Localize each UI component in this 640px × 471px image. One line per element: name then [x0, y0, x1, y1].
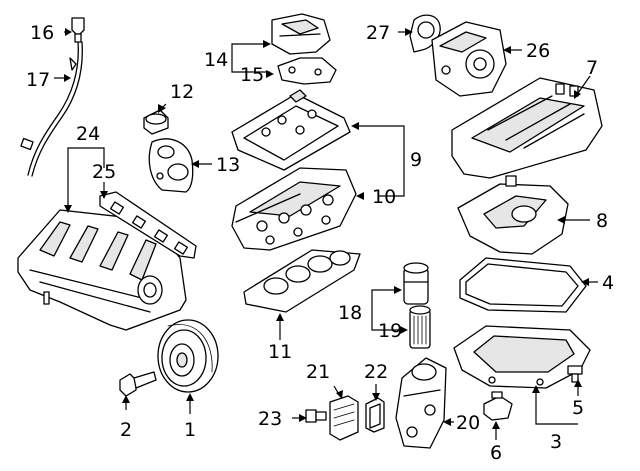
part-10-cylinder-head[interactable] — [231, 167, 357, 251]
part-21-oil-cooler[interactable] — [329, 395, 359, 441]
callout-7: 7 — [586, 57, 598, 79]
part-22-cooler-seal[interactable] — [365, 397, 385, 433]
callout-15: 15 — [240, 64, 264, 86]
part-5-drain-plug[interactable] — [567, 365, 583, 383]
callout-12: 12 — [170, 81, 194, 103]
part-1-crank-pulley[interactable] — [157, 319, 219, 393]
callout-9: 9 — [410, 149, 422, 171]
part-17-dipstick-tube[interactable] — [20, 41, 83, 177]
part-23-bolt[interactable] — [305, 409, 327, 423]
part-20-filter-housing[interactable] — [395, 357, 447, 449]
part-9-valve-cover[interactable] — [231, 89, 351, 171]
callout-4: 4 — [602, 272, 614, 294]
part-13-timing-cover[interactable] — [148, 138, 194, 193]
part-7-cylinder-block[interactable] — [451, 77, 603, 179]
callout-2: 2 — [120, 419, 132, 441]
callout-16: 16 — [30, 22, 54, 44]
leader-lines — [54, 28, 598, 440]
part-3-oil-pan[interactable] — [453, 325, 591, 389]
callout-20: 20 — [456, 412, 480, 434]
part-8-oil-baffle[interactable] — [457, 175, 569, 255]
part-12-oil-filler-cap[interactable] — [143, 109, 169, 135]
callout-5: 5 — [572, 397, 584, 419]
callout-18: 18 — [338, 302, 362, 324]
callout-10: 10 — [372, 186, 396, 208]
callout-27: 27 — [366, 22, 390, 44]
callout-22: 22 — [364, 361, 388, 383]
callout-6: 6 — [490, 442, 502, 464]
part-6-oil-level-sensor[interactable] — [483, 391, 513, 421]
part-25-manifold-gasket[interactable] — [99, 191, 197, 259]
callout-11: 11 — [268, 341, 292, 363]
part-24-intake-manifold[interactable] — [17, 209, 187, 331]
callout-8: 8 — [596, 210, 608, 232]
callout-3: 3 — [550, 431, 562, 453]
callout-labels: 16 17 24 25 12 13 14 15 27 26 7 9 10 8 4… — [26, 22, 614, 464]
part-26-pump[interactable] — [431, 21, 507, 97]
callout-1: 1 — [184, 419, 196, 441]
callout-26: 26 — [526, 40, 550, 62]
callout-25: 25 — [92, 161, 116, 183]
part-11-head-gasket[interactable] — [243, 249, 361, 313]
callout-23: 23 — [258, 408, 282, 430]
part-18-oil-filter-cap[interactable] — [403, 262, 429, 305]
callout-21: 21 — [306, 361, 330, 383]
part-15-cover-bracket[interactable] — [277, 57, 337, 85]
part-4-oil-pan-gasket[interactable] — [459, 257, 587, 313]
callout-19: 19 — [378, 320, 402, 342]
callout-24: 24 — [76, 123, 100, 145]
callout-17: 17 — [26, 69, 50, 91]
part-16-dipstick-handle[interactable] — [71, 17, 85, 43]
callout-14: 14 — [204, 49, 228, 71]
part-14-engine-cover[interactable] — [271, 13, 331, 55]
part-2-crank-bolt[interactable] — [119, 371, 157, 397]
callout-13: 13 — [216, 154, 240, 176]
part-19-oil-filter-element[interactable] — [409, 305, 431, 349]
